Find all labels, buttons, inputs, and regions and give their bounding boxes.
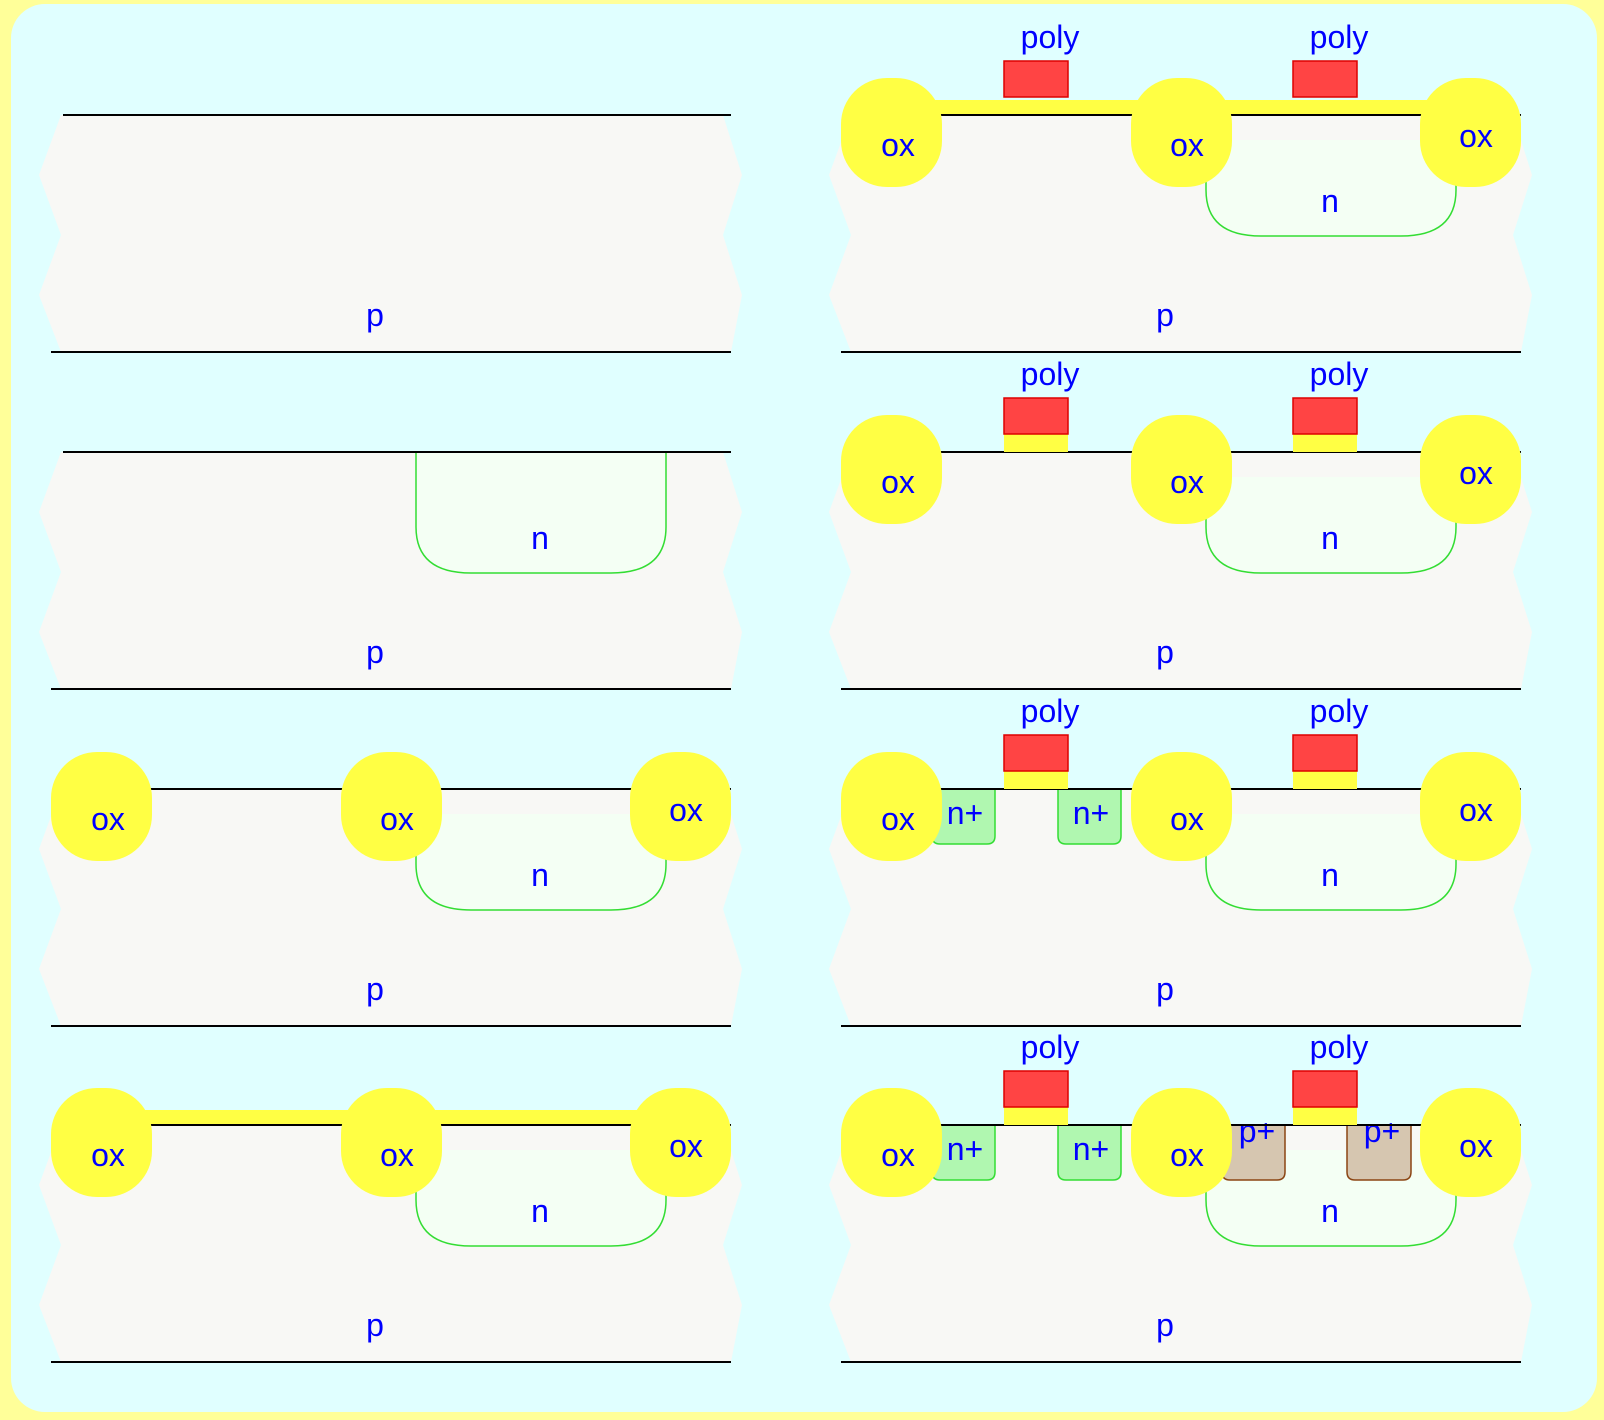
field-oxide xyxy=(841,78,942,187)
p-substrate-label: p xyxy=(1156,634,1174,670)
panel-step-4-thin-oxide: ox ox ox n p xyxy=(39,1088,742,1363)
poly-label: poly xyxy=(1021,693,1080,729)
n-plus-label: n+ xyxy=(947,1131,983,1167)
n-well xyxy=(1205,814,1457,911)
field-oxide xyxy=(1420,1088,1521,1197)
field-oxide xyxy=(1420,752,1521,861)
oxide-label: ox xyxy=(1170,127,1204,163)
field-oxide xyxy=(1131,415,1232,524)
panel-step-6-poly-etch: ox ox ox poly poly n p xyxy=(829,356,1532,690)
n-well-label: n xyxy=(531,520,549,556)
gate-oxide xyxy=(1293,1107,1357,1125)
gate-oxide xyxy=(1293,771,1357,789)
p-substrate xyxy=(39,115,742,352)
oxide-label: ox xyxy=(380,801,414,837)
oxide-label: ox xyxy=(1170,801,1204,837)
field-oxide xyxy=(1131,78,1232,187)
p-substrate-label: p xyxy=(1156,1307,1174,1343)
n-plus-region xyxy=(1057,788,1122,845)
field-oxide xyxy=(1420,415,1521,524)
oxide-label: ox xyxy=(1459,455,1493,491)
poly-gate xyxy=(1292,734,1358,772)
oxide-label: ox xyxy=(91,1137,125,1173)
oxide-label: ox xyxy=(881,1137,915,1173)
oxide-label: ox xyxy=(1459,792,1493,828)
poly-label: poly xyxy=(1310,356,1369,392)
field-oxide xyxy=(341,1088,442,1197)
poly-label: poly xyxy=(1310,1029,1369,1065)
n-well-label: n xyxy=(1321,857,1339,893)
poly-gate xyxy=(1003,734,1069,772)
oxide-label: ox xyxy=(881,127,915,163)
field-oxide xyxy=(341,752,442,861)
p-substrate-label: p xyxy=(366,297,384,333)
gate-oxide xyxy=(1004,1107,1068,1125)
poly-gate xyxy=(1003,60,1069,98)
oxide-label: ox xyxy=(881,464,915,500)
poly-label: poly xyxy=(1310,693,1369,729)
n-well-label: n xyxy=(531,1193,549,1229)
p-substrate-label: p xyxy=(366,634,384,670)
panel-step-2-n-well: np xyxy=(39,451,742,690)
oxide-label: ox xyxy=(881,801,915,837)
p-substrate-label: p xyxy=(366,971,384,1007)
field-oxide xyxy=(630,1088,731,1197)
field-oxide xyxy=(841,415,942,524)
gate-oxide xyxy=(1004,434,1068,452)
poly-label: poly xyxy=(1310,19,1369,55)
field-oxide xyxy=(1131,752,1232,861)
field-oxide xyxy=(51,752,152,861)
field-oxide xyxy=(630,752,731,861)
oxide-label: ox xyxy=(669,792,703,828)
oxide-label: ox xyxy=(1170,1137,1204,1173)
field-oxide xyxy=(51,1088,152,1197)
oxide-label: ox xyxy=(669,1128,703,1164)
n-plus-label: n+ xyxy=(1073,1131,1109,1167)
n-well xyxy=(415,1150,667,1247)
poly-label: poly xyxy=(1021,356,1080,392)
p-substrate-label: p xyxy=(366,1307,384,1343)
field-oxide xyxy=(1131,1088,1232,1197)
n-well-label: n xyxy=(531,857,549,893)
n-well-label: n xyxy=(1321,520,1339,556)
gate-oxide xyxy=(1293,434,1357,452)
poly-gate xyxy=(1003,1070,1069,1108)
n-plus-label: n+ xyxy=(947,795,983,831)
oxide-label: ox xyxy=(380,1137,414,1173)
p-plus-label: p+ xyxy=(1364,1113,1400,1149)
poly-gate xyxy=(1292,60,1358,98)
n-well-label: n xyxy=(1321,1193,1339,1229)
panel-step-5-poly-deposit: ox ox ox poly poly n p xyxy=(829,19,1532,353)
n-well-label: n xyxy=(1321,183,1339,219)
field-oxide xyxy=(841,752,942,861)
oxide-label: ox xyxy=(91,801,125,837)
field-oxide xyxy=(841,1088,942,1197)
n-plus-region xyxy=(1057,1124,1122,1181)
poly-label: poly xyxy=(1021,1029,1080,1065)
n-well xyxy=(415,814,667,911)
n-plus-label: n+ xyxy=(1073,795,1109,831)
p-substrate-label: p xyxy=(1156,297,1174,333)
poly-label: poly xyxy=(1021,19,1080,55)
p-plus-region xyxy=(1346,1124,1412,1181)
poly-gate xyxy=(1292,1070,1358,1108)
poly-gate xyxy=(1292,397,1358,435)
panel-step-3-field-oxide: ox ox ox n p xyxy=(39,752,742,1027)
oxide-label: ox xyxy=(1459,118,1493,154)
panel-step-7-n-plus-implant: n+ n+ ox ox ox poly poly n p xyxy=(829,693,1532,1027)
oxide-label: ox xyxy=(1170,464,1204,500)
n-well xyxy=(1205,140,1457,237)
oxide-label: ox xyxy=(1459,1128,1493,1164)
panel-step-1-substrate: p xyxy=(39,114,742,353)
p-substrate-label: p xyxy=(1156,971,1174,1007)
n-well xyxy=(1205,477,1457,574)
p-plus-label: p+ xyxy=(1239,1113,1275,1149)
poly-gate xyxy=(1003,397,1069,435)
gate-oxide xyxy=(1004,771,1068,789)
n-well xyxy=(415,451,667,574)
field-oxide xyxy=(1420,78,1521,187)
panel-step-8-p-plus-implant: n+ n+ p+ p+ ox ox ox poly poly n p xyxy=(829,1029,1532,1363)
